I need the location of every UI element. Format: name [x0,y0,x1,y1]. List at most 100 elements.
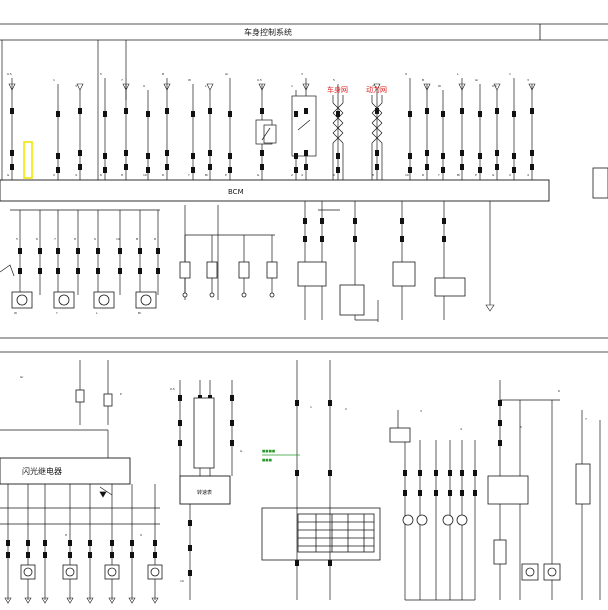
connector-pin [10,164,14,170]
motor-symbol [98,294,110,306]
connector-pin [188,520,192,526]
diagram-title: 车身控制系统 [244,27,292,37]
connector-pin [295,560,299,566]
connector-pin [400,218,404,224]
lamp-symbol [525,567,535,577]
fuse-symbol [258,83,266,91]
connector-pin [294,167,298,173]
connector-pin [530,150,534,156]
wire-label: 9 [140,533,142,537]
switch-contact [297,119,311,131]
connector-pin [191,111,195,117]
connector-pin [375,108,379,114]
twisted-pair [371,102,383,114]
connector-pin [425,164,429,170]
wire-label: W [188,78,191,82]
connector-pin [228,153,232,159]
wire-label: 5 [520,425,522,429]
wire-label: Br [138,311,142,315]
connector-pin [56,268,60,274]
connector-pin [96,248,100,254]
svg-text:■■■: ■■■ [262,458,272,462]
pinout-frame [261,507,381,561]
connector-pin [512,111,516,117]
connector-pin [88,552,92,558]
connector-pin [295,400,299,406]
connector-pin [336,111,340,117]
fuse-symbol [458,83,466,91]
wire-label: 0.5 [492,84,497,88]
connector-pin [228,111,232,117]
wire-label: 0.5 [7,72,12,76]
connector-pinout-box [261,507,381,561]
connector-pin [26,540,30,546]
switch-box [266,261,278,279]
connector-pin [118,248,122,254]
connector-pin [441,153,445,159]
connector-pin [146,111,150,117]
flasher-relay: 闪光继电器 [0,457,131,485]
connector-pin [473,490,477,496]
wire-label: 10 [116,237,120,241]
connector-pin [56,248,60,254]
wire-labels: 0.5G12345678910BRWYLBrGrP0.5G12345678910… [7,72,587,583]
twisted-pair [371,122,383,134]
fuse-symbol [302,83,310,91]
connector-pin [178,440,182,446]
lamp-symbol [416,514,428,526]
connector-pin [328,400,332,406]
lower-components [20,389,591,581]
bcm-side-box [592,167,608,199]
connector-pin [178,395,182,401]
wire-label: 4 [527,173,529,177]
wire-label: 5 [16,237,18,241]
ground-symbol [108,597,116,604]
twisted-pair [332,102,344,114]
connector-pin [96,268,100,274]
wire-label: 7 [372,84,374,88]
connector-pin [303,236,307,242]
relay-box [434,277,466,297]
connector-pin [260,164,264,170]
lamp-symbol [107,567,117,577]
relay-box [392,261,416,287]
connector-pin [153,540,157,546]
connector-pin [448,470,452,476]
twisted-pair [332,132,344,144]
motor-symbol [140,294,152,306]
wire-label: 7 [121,78,123,82]
wire-label: 1 [310,405,312,409]
wire-label: 1 [291,84,293,88]
connector-pin [76,248,80,254]
wire-label: P [120,392,122,396]
connector-pin [124,108,128,114]
connector-pin [304,150,308,156]
connector-pin [495,150,499,156]
bcm-module: BCM [0,167,608,202]
ground-symbol [4,597,12,604]
wire-label: Br [205,173,209,177]
connector-pin [294,111,298,117]
wire-label: 8 [65,533,67,537]
connector-pin [208,150,212,156]
connector-pin [230,440,234,446]
wire-label: Gr [225,72,229,76]
connector-pin [328,470,332,476]
highlight-marker [23,141,33,179]
switch-box [575,463,591,505]
connector-pin [441,111,445,117]
fuse-symbol [423,83,431,91]
terminal [182,292,188,298]
connector-pin [103,111,107,117]
connector-pin [441,167,445,173]
wire-label: B [422,78,424,82]
connector-pin [495,108,499,114]
lamp-symbol [65,567,75,577]
wire-label: B [136,237,138,241]
wire-label: G [257,173,260,177]
wire-label: G [240,449,243,453]
connector-pin [460,150,464,156]
connector-pin [403,470,407,476]
connector-pin [353,218,357,224]
